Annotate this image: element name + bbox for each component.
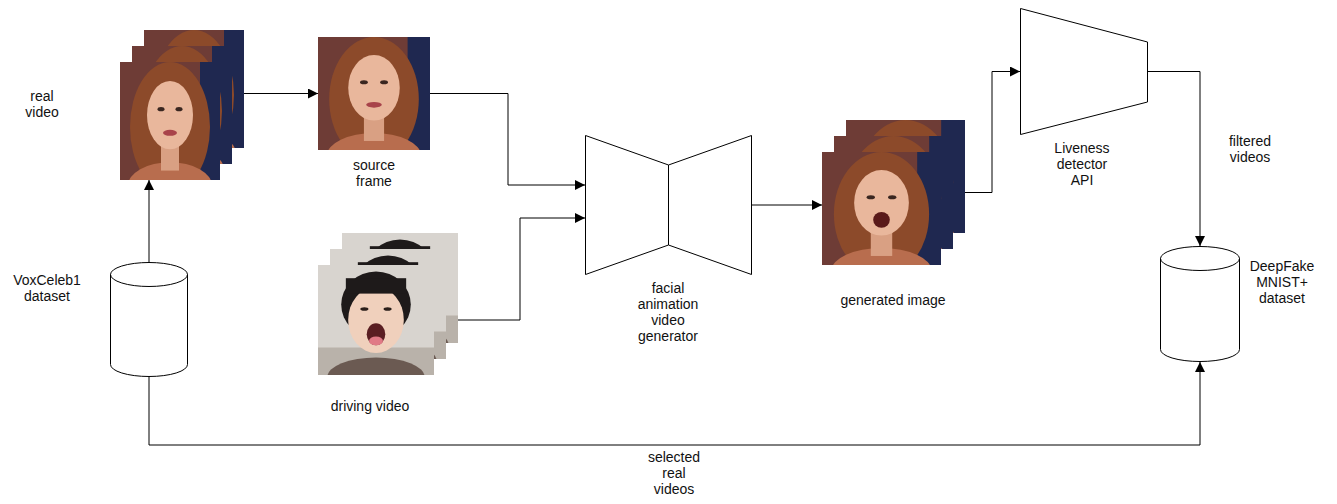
shoulders xyxy=(327,357,424,375)
image-frame: source frame xyxy=(318,37,430,150)
video-frames-outline xyxy=(822,120,965,265)
mouth xyxy=(366,102,382,108)
mouth xyxy=(163,130,177,136)
image-frame-outline xyxy=(318,37,430,150)
flow-arrow xyxy=(149,180,150,262)
tongue xyxy=(369,337,383,346)
face-photo xyxy=(318,37,430,150)
face xyxy=(854,170,909,236)
fringe xyxy=(346,278,406,293)
face-photo xyxy=(120,62,220,180)
face-photo xyxy=(822,152,941,265)
dataset-cylinder: DeepFake MNIST+ dataset xyxy=(1160,246,1240,362)
flow-arrow xyxy=(965,72,1020,193)
video-frames-outline xyxy=(120,30,244,180)
eye xyxy=(360,80,368,84)
face xyxy=(348,55,400,121)
node-label: DeepFake MNIST+ dataset xyxy=(1248,258,1317,306)
hourglass-waist xyxy=(668,165,669,245)
video-frames: generated image xyxy=(822,120,965,265)
node-label: generated image xyxy=(838,292,947,308)
detector-network-outline xyxy=(1020,8,1148,135)
cylinder-body xyxy=(111,263,188,377)
flow-arrow xyxy=(149,362,1200,445)
eye xyxy=(158,107,165,111)
eye xyxy=(380,80,388,84)
hair xyxy=(130,62,210,180)
eye xyxy=(360,307,368,311)
flow-arrow xyxy=(458,218,585,320)
mouth xyxy=(873,212,890,228)
dataset-cylinder: VoxCeleb1 dataset xyxy=(110,262,188,377)
dataset-cylinder-outline xyxy=(110,262,188,377)
edge-label: filtered videos xyxy=(1227,133,1273,165)
video-frames: real video xyxy=(120,30,244,180)
trapezoid-shape xyxy=(1021,9,1148,135)
edge-label: selected real videos xyxy=(646,449,702,497)
node-label: source frame xyxy=(351,157,397,189)
generator-network-outline xyxy=(585,135,752,275)
node-label: driving video xyxy=(329,398,412,414)
hourglass-shape xyxy=(586,136,752,275)
cylinder-rim xyxy=(111,275,188,287)
eye xyxy=(867,195,875,199)
face xyxy=(147,81,193,149)
hair xyxy=(834,152,929,265)
cylinder-rim xyxy=(1161,259,1240,271)
flow-arrow xyxy=(244,93,318,94)
face-photo xyxy=(318,265,434,375)
mouth xyxy=(367,323,386,345)
flow-arrow xyxy=(430,94,585,186)
hair xyxy=(329,37,419,150)
generator-network: facial animation video generator xyxy=(585,135,752,275)
node-label: facial animation video generator xyxy=(636,280,701,344)
dataset-cylinder-outline xyxy=(1160,246,1240,362)
flow-arrow xyxy=(752,205,822,206)
eye xyxy=(384,307,392,311)
video-frames: driving video xyxy=(318,233,458,375)
video-frames-outline xyxy=(318,233,458,375)
cylinder-body xyxy=(1161,247,1240,362)
eye xyxy=(176,107,183,111)
detector-network: Liveness detector API xyxy=(1020,8,1148,135)
node-label: Liveness detector API xyxy=(1052,140,1111,188)
eye xyxy=(888,195,896,199)
face xyxy=(348,287,404,353)
node-label: real video xyxy=(23,88,60,120)
flow-arrow xyxy=(1148,72,1200,247)
node-label: VoxCeleb1 dataset xyxy=(11,272,83,304)
